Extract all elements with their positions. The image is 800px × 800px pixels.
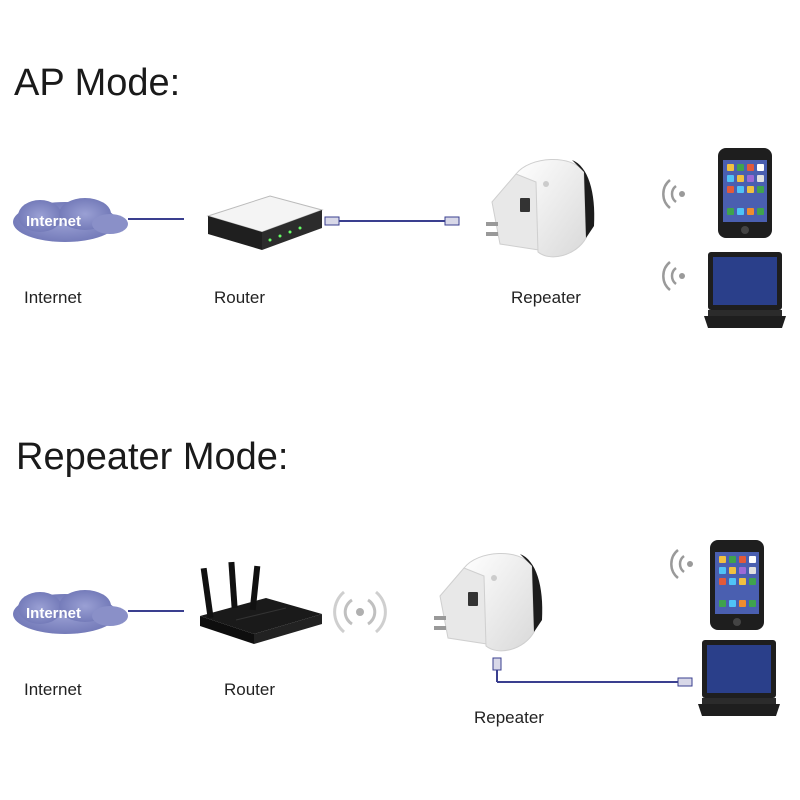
wifi-router-icon (200, 561, 322, 644)
internet-cloud-icon: Internet (13, 590, 128, 634)
ethernet-cable (492, 657, 693, 687)
internet-label: Internet (24, 288, 82, 307)
wifi-signal-icon (662, 261, 685, 291)
smartphone-icon (718, 148, 772, 238)
cloud-label: Internet (26, 213, 81, 230)
ethernet-cable (324, 216, 460, 226)
repeater-label: Repeater (511, 288, 581, 307)
router-label: Router (224, 680, 276, 699)
internet-cloud-icon: Internet (13, 198, 128, 242)
repeater-mode-heading: Repeater Mode: (16, 436, 289, 478)
wifi-signal-icon (333, 590, 387, 634)
cloud-label: Internet (26, 605, 81, 622)
laptop-icon (698, 640, 780, 716)
wifi-signal-icon (670, 549, 693, 579)
repeater-icon (486, 159, 595, 258)
repeater-label: Repeater (474, 708, 544, 727)
repeater-icon (434, 553, 543, 652)
wifi-signal-icon (662, 179, 685, 209)
connection-line (128, 610, 184, 612)
laptop-icon (704, 252, 786, 328)
connection-line (128, 218, 184, 220)
router-label: Router (214, 288, 266, 307)
router-icon (206, 195, 324, 250)
smartphone-icon (710, 540, 764, 630)
ap-mode-heading: AP Mode: (14, 62, 181, 104)
internet-label: Internet (24, 680, 82, 699)
